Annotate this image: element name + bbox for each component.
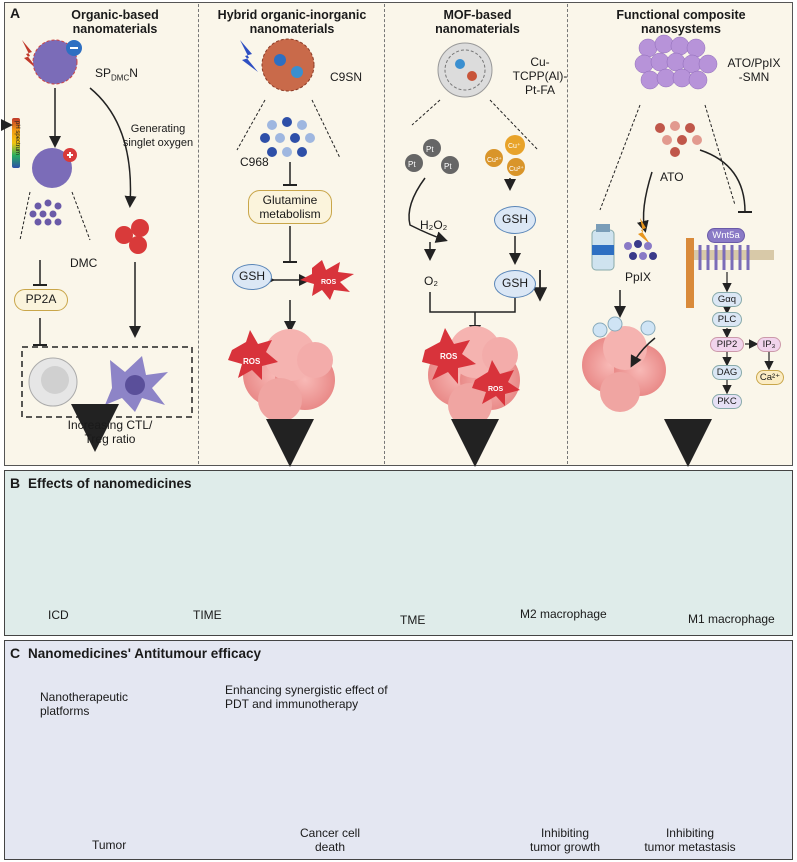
ppix-label: PpIX (625, 270, 652, 284)
inhibiting-metastasis-label: Inhibiting tumor metastasis (644, 826, 736, 854)
ros-small-label: ROS (321, 279, 337, 286)
icd-label: ICD (48, 608, 69, 622)
col2-illustration (228, 38, 354, 467)
c968-label: C968 (240, 155, 269, 169)
m2-macrophage-label: M2 macrophage (520, 607, 607, 621)
singlet-oxygen-label: Generating singlet oxygen (122, 123, 194, 149)
dag-chip: DAG (712, 365, 742, 380)
gsh-node-1: GSH (494, 206, 536, 234)
panel-c (4, 640, 793, 860)
cu1-label: Cu⁺ (508, 143, 521, 150)
glutamine-metabolism-box: Glutamine metabolism (248, 190, 332, 224)
pp2a-box: PP2A (14, 289, 68, 311)
cu-tcpp-label: Cu- TCPP(Al)- Pt-FA (512, 55, 568, 97)
col3-illustration (405, 42, 548, 467)
col4-title: Functional composite nanosystems (616, 8, 746, 36)
gsh-node-2: GSH (494, 270, 536, 298)
time-label: TIME (193, 608, 222, 622)
pt-label-1: Pt (426, 145, 434, 154)
gsh-node: GSH (232, 264, 272, 290)
ip3-chip: IP₃ (757, 337, 781, 352)
wnt5a-chip: Wnt5a (707, 228, 745, 243)
pip2-chip: PIP2 (710, 337, 744, 352)
h2o2-label: H₂O₂ (420, 218, 448, 232)
panel-c-label: C (10, 645, 21, 661)
column-divider (198, 4, 199, 464)
spdmcn-label: SPDMCN (95, 66, 138, 83)
ros-large-label: ROS (243, 357, 261, 366)
panel-c-title: Nanomedicines' Antitumour efficacy (28, 646, 262, 661)
col2-title: Hybrid organic-inorganic nanomaterials (217, 8, 367, 36)
dmc-label: DMC (70, 256, 98, 270)
ato-ppix-smn-label: ATO/PpIX -SMN (727, 56, 781, 84)
plc-chip: PLC (712, 312, 742, 327)
o2-label: O₂ (424, 274, 438, 288)
pt-label-2: Pt (408, 160, 416, 169)
tumor-label: Tumor (92, 838, 127, 852)
pkc-chip: PKC (712, 394, 742, 409)
nanotherapeutic-platforms-label: Nanotherapeutic platforms (40, 690, 129, 718)
panel-b-title: Effects of nanomedicines (28, 476, 192, 491)
col3-title: MOF-based nanomaterials (435, 8, 520, 36)
cancer-cell-death-label: Cancer cell death (299, 826, 361, 854)
ph-spectrum-label: pH spectrum (14, 121, 20, 156)
gaq-chip: Gαq (712, 292, 742, 307)
cu2-label-1: Cu²⁺ (487, 157, 502, 164)
c9sn-label: C9SN (330, 70, 363, 84)
pt-label-3: Pt (444, 162, 452, 171)
m1-macrophage-label: M1 macrophage (688, 612, 775, 626)
panel-b-label: B (10, 475, 21, 491)
col4-illustration (582, 34, 774, 467)
panel-a-label: A (10, 5, 21, 21)
ros-label-1: ROS (440, 352, 458, 361)
col1-illustration (1, 39, 193, 452)
col1-title: Organic-based nanomaterials (71, 8, 159, 36)
column-divider (384, 4, 385, 464)
ato-label: ATO (660, 170, 684, 184)
synergy-label: Enhancing synergistic effect of PDT and … (225, 683, 388, 711)
ctl-treg-ratio-label: Increasing CTL/ Treg ratio (67, 418, 153, 446)
panel-b (4, 470, 793, 636)
ca-chip: Ca²⁺ (756, 370, 784, 385)
inhibiting-growth-label: Inhibiting tumor growth (529, 826, 601, 854)
ros-label-2: ROS (488, 386, 504, 393)
tme-label: TME (400, 613, 426, 627)
cu2-label-2: Cu²⁺ (509, 166, 524, 173)
column-divider (567, 4, 568, 464)
